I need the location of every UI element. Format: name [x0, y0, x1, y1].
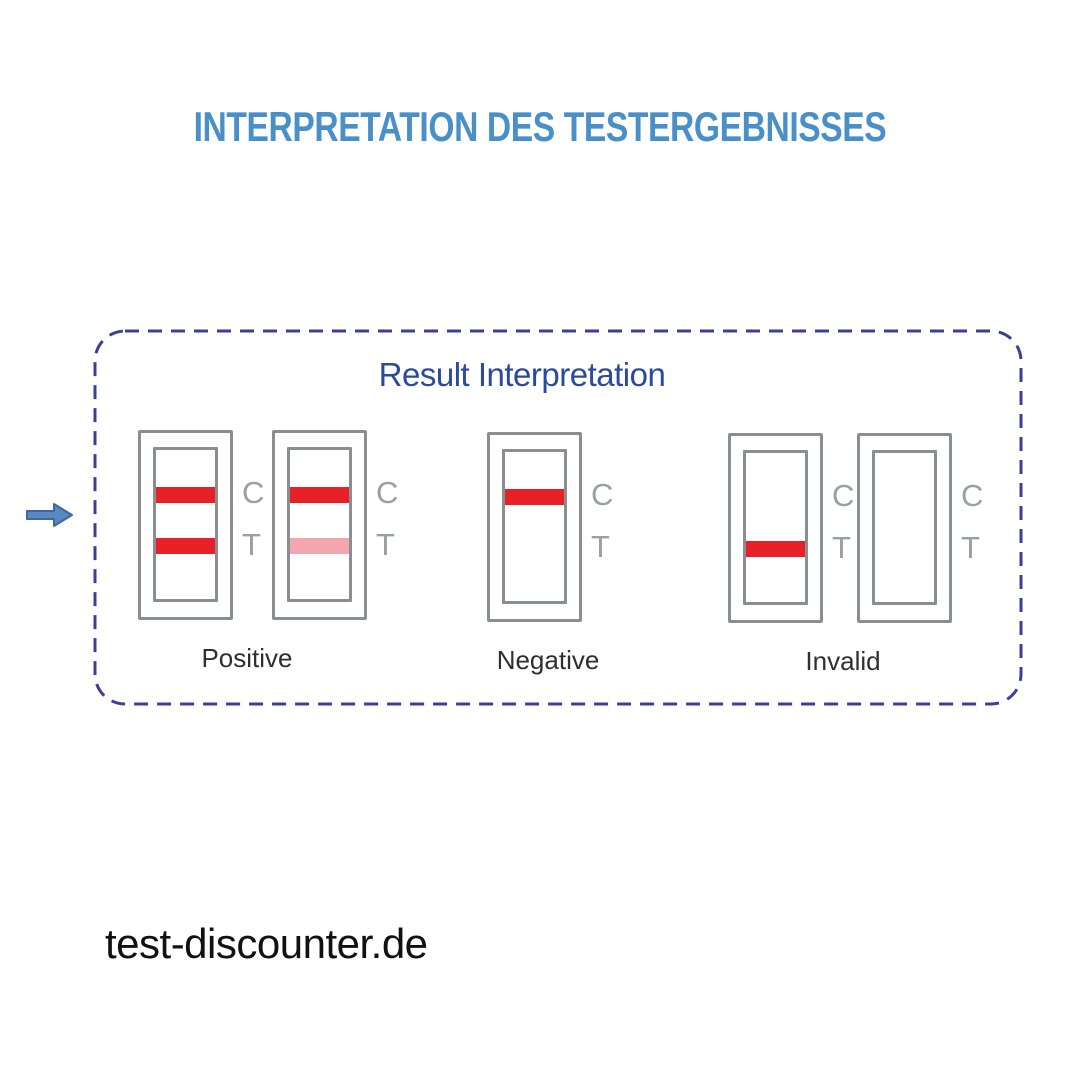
c-test-line-strong: [505, 489, 564, 505]
negative-cassette-unit: C T: [487, 432, 627, 622]
page-title-wrap: INTERPRETATION DES TESTERGEBNISSES: [0, 103, 1080, 151]
t-test-line-strong: [746, 541, 805, 557]
test-cassette: [487, 432, 582, 622]
c-test-line-strong: [290, 487, 349, 503]
ct-label-column: C T: [832, 433, 866, 623]
c-line-label: C: [376, 475, 399, 510]
negative-label: Negative: [496, 645, 600, 675]
ct-label-column: C T: [376, 430, 410, 620]
c-line-label: C: [961, 478, 984, 513]
cassette-window: [872, 450, 937, 605]
ct-label-column: C T: [591, 432, 625, 622]
t-line-label: T: [376, 527, 395, 562]
positive-cassette-strong-unit: C T: [138, 430, 278, 620]
brand-text: test-discounter.de: [105, 920, 428, 967]
positive-cassette-faint-unit: C T: [272, 430, 412, 620]
cassette-window: [287, 447, 352, 602]
panel-dashed-border: [93, 329, 1023, 706]
t-line-label: T: [242, 527, 261, 562]
t-line-label: T: [961, 530, 980, 565]
invalid-label: Invalid: [805, 646, 881, 676]
t-test-line-strong: [156, 538, 215, 554]
test-cassette: [272, 430, 367, 620]
cassette-window: [743, 450, 808, 605]
invalid-cassette-tline-unit: C T: [728, 433, 868, 623]
panel-title: Result Interpretation: [378, 356, 666, 393]
t-test-line-faint: [290, 538, 349, 554]
cassette-window: [153, 447, 218, 602]
test-cassette: [138, 430, 233, 620]
result-panel: Result Interpretation: [93, 329, 1023, 706]
cassette-window: [502, 449, 567, 604]
test-cassette: [728, 433, 823, 623]
invalid-cassette-blank-unit: C T: [857, 433, 997, 623]
page-title: INTERPRETATION DES TESTERGEBNISSES: [193, 103, 887, 150]
positive-label: Positive: [201, 643, 293, 673]
c-line-label: C: [591, 477, 614, 512]
t-line-label: T: [832, 530, 851, 565]
test-cassette: [857, 433, 952, 623]
ct-label-column: C T: [961, 433, 995, 623]
c-line-label: C: [242, 475, 265, 510]
t-line-label: T: [591, 529, 610, 564]
c-line-label: C: [832, 478, 855, 513]
right-arrow-icon: [26, 503, 73, 527]
c-test-line-strong: [156, 487, 215, 503]
ct-label-column: C T: [242, 430, 276, 620]
